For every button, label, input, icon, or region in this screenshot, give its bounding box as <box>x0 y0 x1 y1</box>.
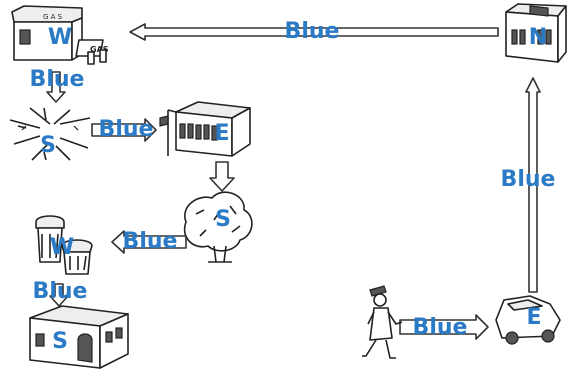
step-w-label: W <box>50 235 74 260</box>
arrow-tree-to-w <box>111 230 187 254</box>
step-s-label: S <box>215 207 231 232</box>
arrow-label: Blue <box>99 117 154 142</box>
arrow-e-to-n <box>525 77 541 293</box>
arrow-n-to-w <box>129 23 499 41</box>
office-building-icon <box>505 3 567 63</box>
arrow-e-to-tree <box>209 161 235 192</box>
step-e-label: E <box>214 121 229 146</box>
arrow-label: Blue <box>501 167 556 192</box>
arrow-label: Blue <box>285 19 340 44</box>
arrow-label: Blue <box>30 67 85 92</box>
step-s-label: S <box>52 329 68 354</box>
arrow-w-to-s1 <box>46 71 66 103</box>
arrow-w-to-house <box>49 283 69 307</box>
gas-station-icon: G A S GAS <box>11 5 109 65</box>
arrow-label: Blue <box>413 315 468 340</box>
arrow-s1-to-e <box>91 118 157 142</box>
arrow-label: Blue <box>123 229 178 254</box>
step-w-label: W <box>48 25 72 50</box>
car-icon <box>495 295 561 345</box>
svg-text:G A S: G A S <box>43 13 63 21</box>
office-building-icon <box>159 101 251 157</box>
walking-woman-icon <box>362 285 403 359</box>
step-s-label: S <box>40 133 56 158</box>
trash-cans-icon <box>35 215 93 275</box>
step-n-label: N <box>529 25 547 50</box>
house-icon <box>29 305 129 369</box>
arrow-label: Blue <box>33 279 88 304</box>
tree-icon <box>183 191 253 263</box>
arrow-person-to-car <box>399 314 489 340</box>
crossroads-icon <box>9 107 91 161</box>
step-e-label: E <box>526 305 541 330</box>
